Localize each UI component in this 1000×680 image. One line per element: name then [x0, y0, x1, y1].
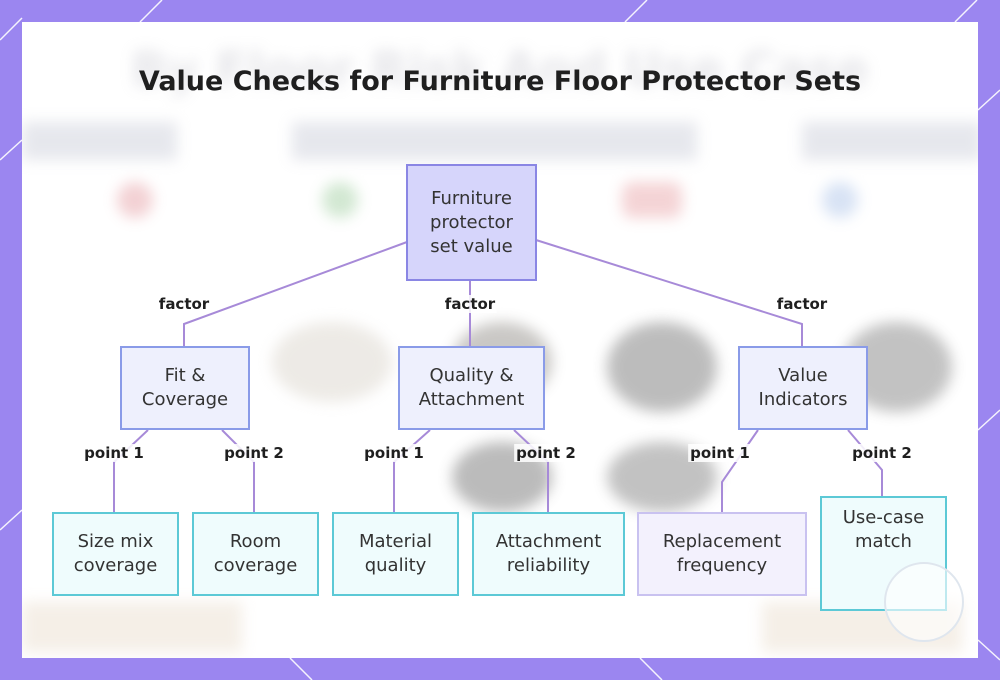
- node-use-case-label: Use-case match: [843, 506, 925, 554]
- edge-fit-size: [114, 430, 148, 512]
- edge-label-quality-point-2: point 2: [514, 444, 578, 462]
- node-quality-attachment-label: Quality & Attachment: [419, 364, 525, 412]
- node-material-label: Material quality: [359, 530, 432, 578]
- diagram-canvas: By Floor Risk And Use Case Value Checks …: [22, 22, 978, 658]
- node-replacement-frequency: Replacement frequency: [637, 512, 807, 596]
- node-quality-attachment: Quality & Attachment: [398, 346, 545, 430]
- node-attachment-reliability: Attachment reliability: [472, 512, 625, 596]
- node-root-label: Furniture protector set value: [430, 187, 513, 259]
- edge-root-fit: [184, 242, 407, 346]
- edge-label-factor-1: factor: [157, 295, 211, 313]
- node-room-label: Room coverage: [214, 530, 298, 578]
- node-attachment-label: Attachment reliability: [496, 530, 602, 578]
- node-size-mix-coverage: Size mix coverage: [52, 512, 179, 596]
- node-room-coverage: Room coverage: [192, 512, 319, 596]
- node-material-quality: Material quality: [332, 512, 459, 596]
- node-fit-coverage: Fit & Coverage: [120, 346, 250, 430]
- edge-label-value-point-2: point 2: [850, 444, 914, 462]
- edge-value-replacement: [722, 430, 758, 512]
- node-size-mix-label: Size mix coverage: [74, 530, 158, 578]
- watermark-badge: [884, 562, 964, 642]
- edge-label-factor-3: factor: [775, 295, 829, 313]
- edge-label-fit-point-2: point 2: [222, 444, 286, 462]
- node-fit-coverage-label: Fit & Coverage: [142, 364, 228, 412]
- edge-quality-material: [394, 430, 430, 512]
- edge-label-factor-2: factor: [443, 295, 497, 313]
- node-value-indicators: Value Indicators: [738, 346, 868, 430]
- node-value-indicators-label: Value Indicators: [759, 364, 848, 412]
- edge-value-usecase: [848, 430, 882, 496]
- edge-quality-attachment: [514, 430, 548, 512]
- edge-fit-room: [222, 430, 254, 512]
- node-replacement-label: Replacement frequency: [663, 530, 781, 578]
- node-root: Furniture protector set value: [406, 164, 537, 281]
- edge-label-value-point-1: point 1: [688, 444, 752, 462]
- edge-label-quality-point-1: point 1: [362, 444, 426, 462]
- edge-root-value: [536, 240, 802, 346]
- edge-label-fit-point-1: point 1: [82, 444, 146, 462]
